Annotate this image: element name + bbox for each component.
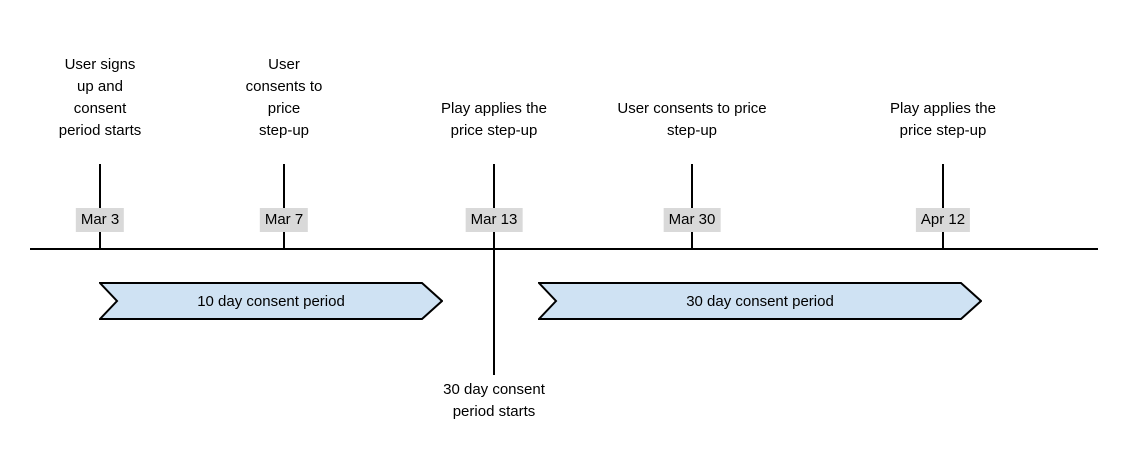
event-tick-mar13 (493, 164, 495, 375)
chevron-banner-shape (99, 282, 443, 320)
event-label: Play applies the price step-up (441, 100, 547, 139)
date-badge: Mar 7 (259, 208, 309, 232)
date-badge: Mar 3 (75, 208, 125, 232)
event-tick-mar7 (283, 164, 285, 249)
event-tick-mar3 (99, 164, 101, 249)
event-tick-mar30 (691, 164, 693, 249)
date-badge: Apr 12 (915, 208, 971, 232)
date-badge: Mar 30 (663, 208, 721, 232)
below-axis-note: 30 day consent period starts (443, 381, 545, 420)
event-label: User consents to price step-up (617, 100, 767, 139)
event-label: User signs up and consent period starts (58, 56, 142, 139)
period-label: 10 day consent period (197, 292, 345, 310)
period-arrow-10day: 10 day consent period (99, 282, 443, 320)
date-badge: Mar 13 (465, 208, 523, 232)
event-tick-apr12 (942, 164, 944, 249)
period-arrow-30day: 30 day consent period (538, 282, 982, 320)
timeline-axis (30, 248, 1098, 250)
period-label: 30 day consent period (686, 292, 834, 310)
event-label: User consents to price step-up (245, 56, 323, 139)
event-label: Play applies the price step-up (890, 100, 996, 139)
chevron-banner-shape (538, 282, 982, 320)
